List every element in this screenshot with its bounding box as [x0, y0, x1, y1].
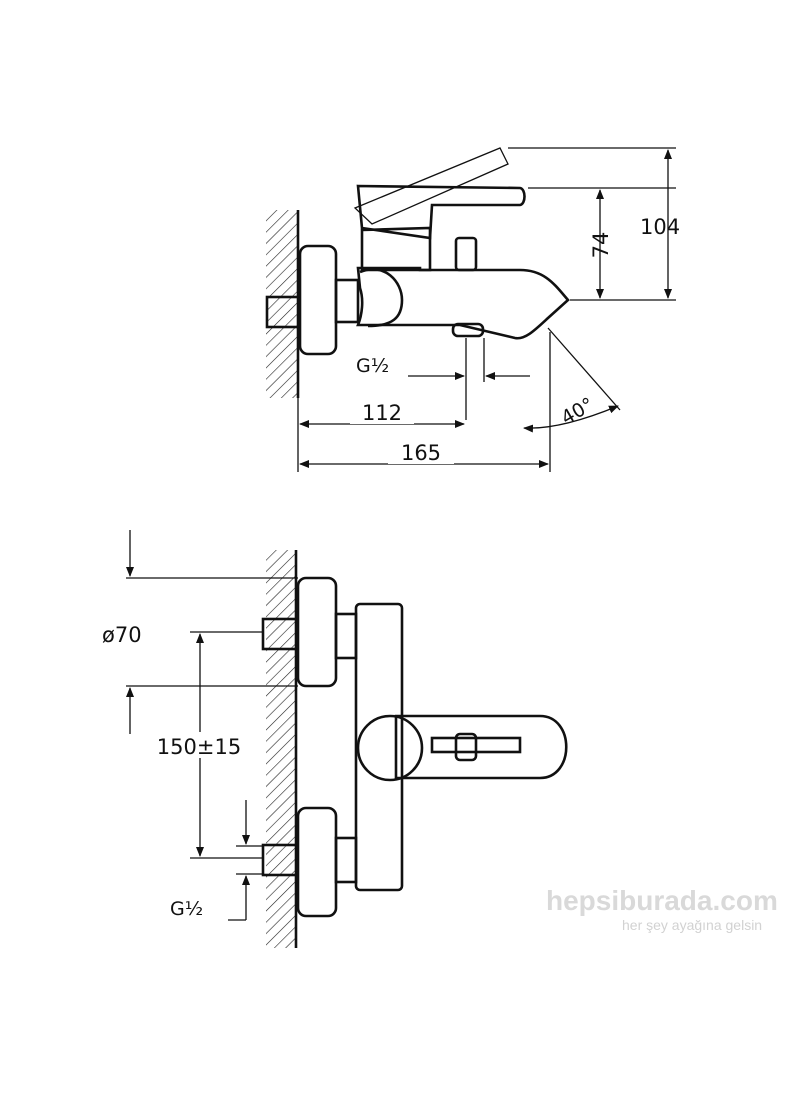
watermark-brand: hepsiburada.com	[546, 885, 778, 916]
front-body	[354, 602, 404, 892]
front-upper-rosette	[296, 576, 338, 688]
side-body	[356, 266, 570, 340]
front-lever	[394, 714, 568, 780]
front-upper-connector	[334, 612, 358, 660]
side-wall-hatch	[266, 210, 298, 398]
front-inlet-spacing-label: 150±15	[157, 735, 241, 759]
front-lever-knob	[454, 732, 478, 762]
front-cartridge-cap	[356, 714, 424, 782]
side-lever-closed	[356, 184, 526, 240]
side-view: 74 104 G½ 40° 112 165	[265, 147, 680, 472]
side-lever-open-ghost	[353, 147, 509, 225]
side-inlet-thread-label: G½	[356, 355, 389, 377]
front-view: ø70 150±15 G½	[102, 530, 568, 948]
side-rosette	[298, 244, 338, 356]
side-total-depth-label: 165	[401, 441, 441, 465]
side-dome	[359, 268, 404, 328]
front-wall-hatch	[266, 550, 296, 948]
side-lever-housing	[360, 226, 432, 272]
side-connector	[334, 278, 360, 324]
side-diverter-knob	[454, 236, 478, 272]
side-spout-center-label: 112	[362, 401, 402, 425]
side-total-height-label: 104	[640, 215, 680, 239]
watermark: hepsiburada.com her şey ayağına gelsin	[546, 885, 778, 933]
watermark-slogan: her şey ayağına gelsin	[622, 917, 762, 933]
front-lower-connector	[334, 836, 358, 884]
side-spout-height-label: 74	[589, 232, 613, 259]
front-inlet-thread-label: G½	[170, 898, 203, 920]
front-lower-rosette	[296, 806, 338, 918]
front-rosette-diameter-label: ø70	[102, 623, 142, 647]
side-outlet-stub	[451, 322, 485, 338]
